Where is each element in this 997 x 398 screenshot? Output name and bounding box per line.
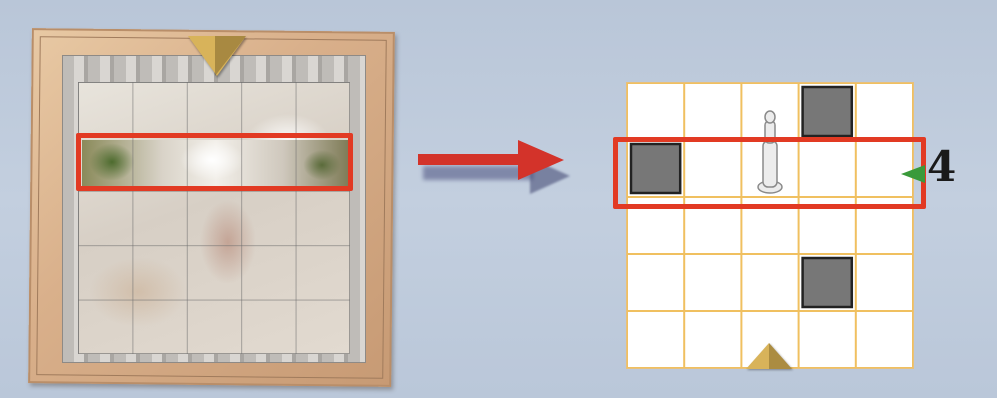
green-triangle-marker-icon [901,165,925,183]
obstacle-tile [803,87,852,136]
obstacle-tile [803,258,852,307]
right-arrow-icon [418,154,526,165]
schematic-board [626,82,914,369]
gold-pyramid-pointer-icon [746,343,792,369]
right-row-highlight [613,137,926,209]
gold-pyramid-pointer-icon [188,36,246,76]
left-row-highlight [76,133,353,191]
board-grid-overlay [78,82,350,354]
schematic-grid [627,83,913,368]
row-number-label: 4 [927,146,956,188]
right-arrow-head [518,140,564,180]
arrow-shadow [423,166,533,180]
